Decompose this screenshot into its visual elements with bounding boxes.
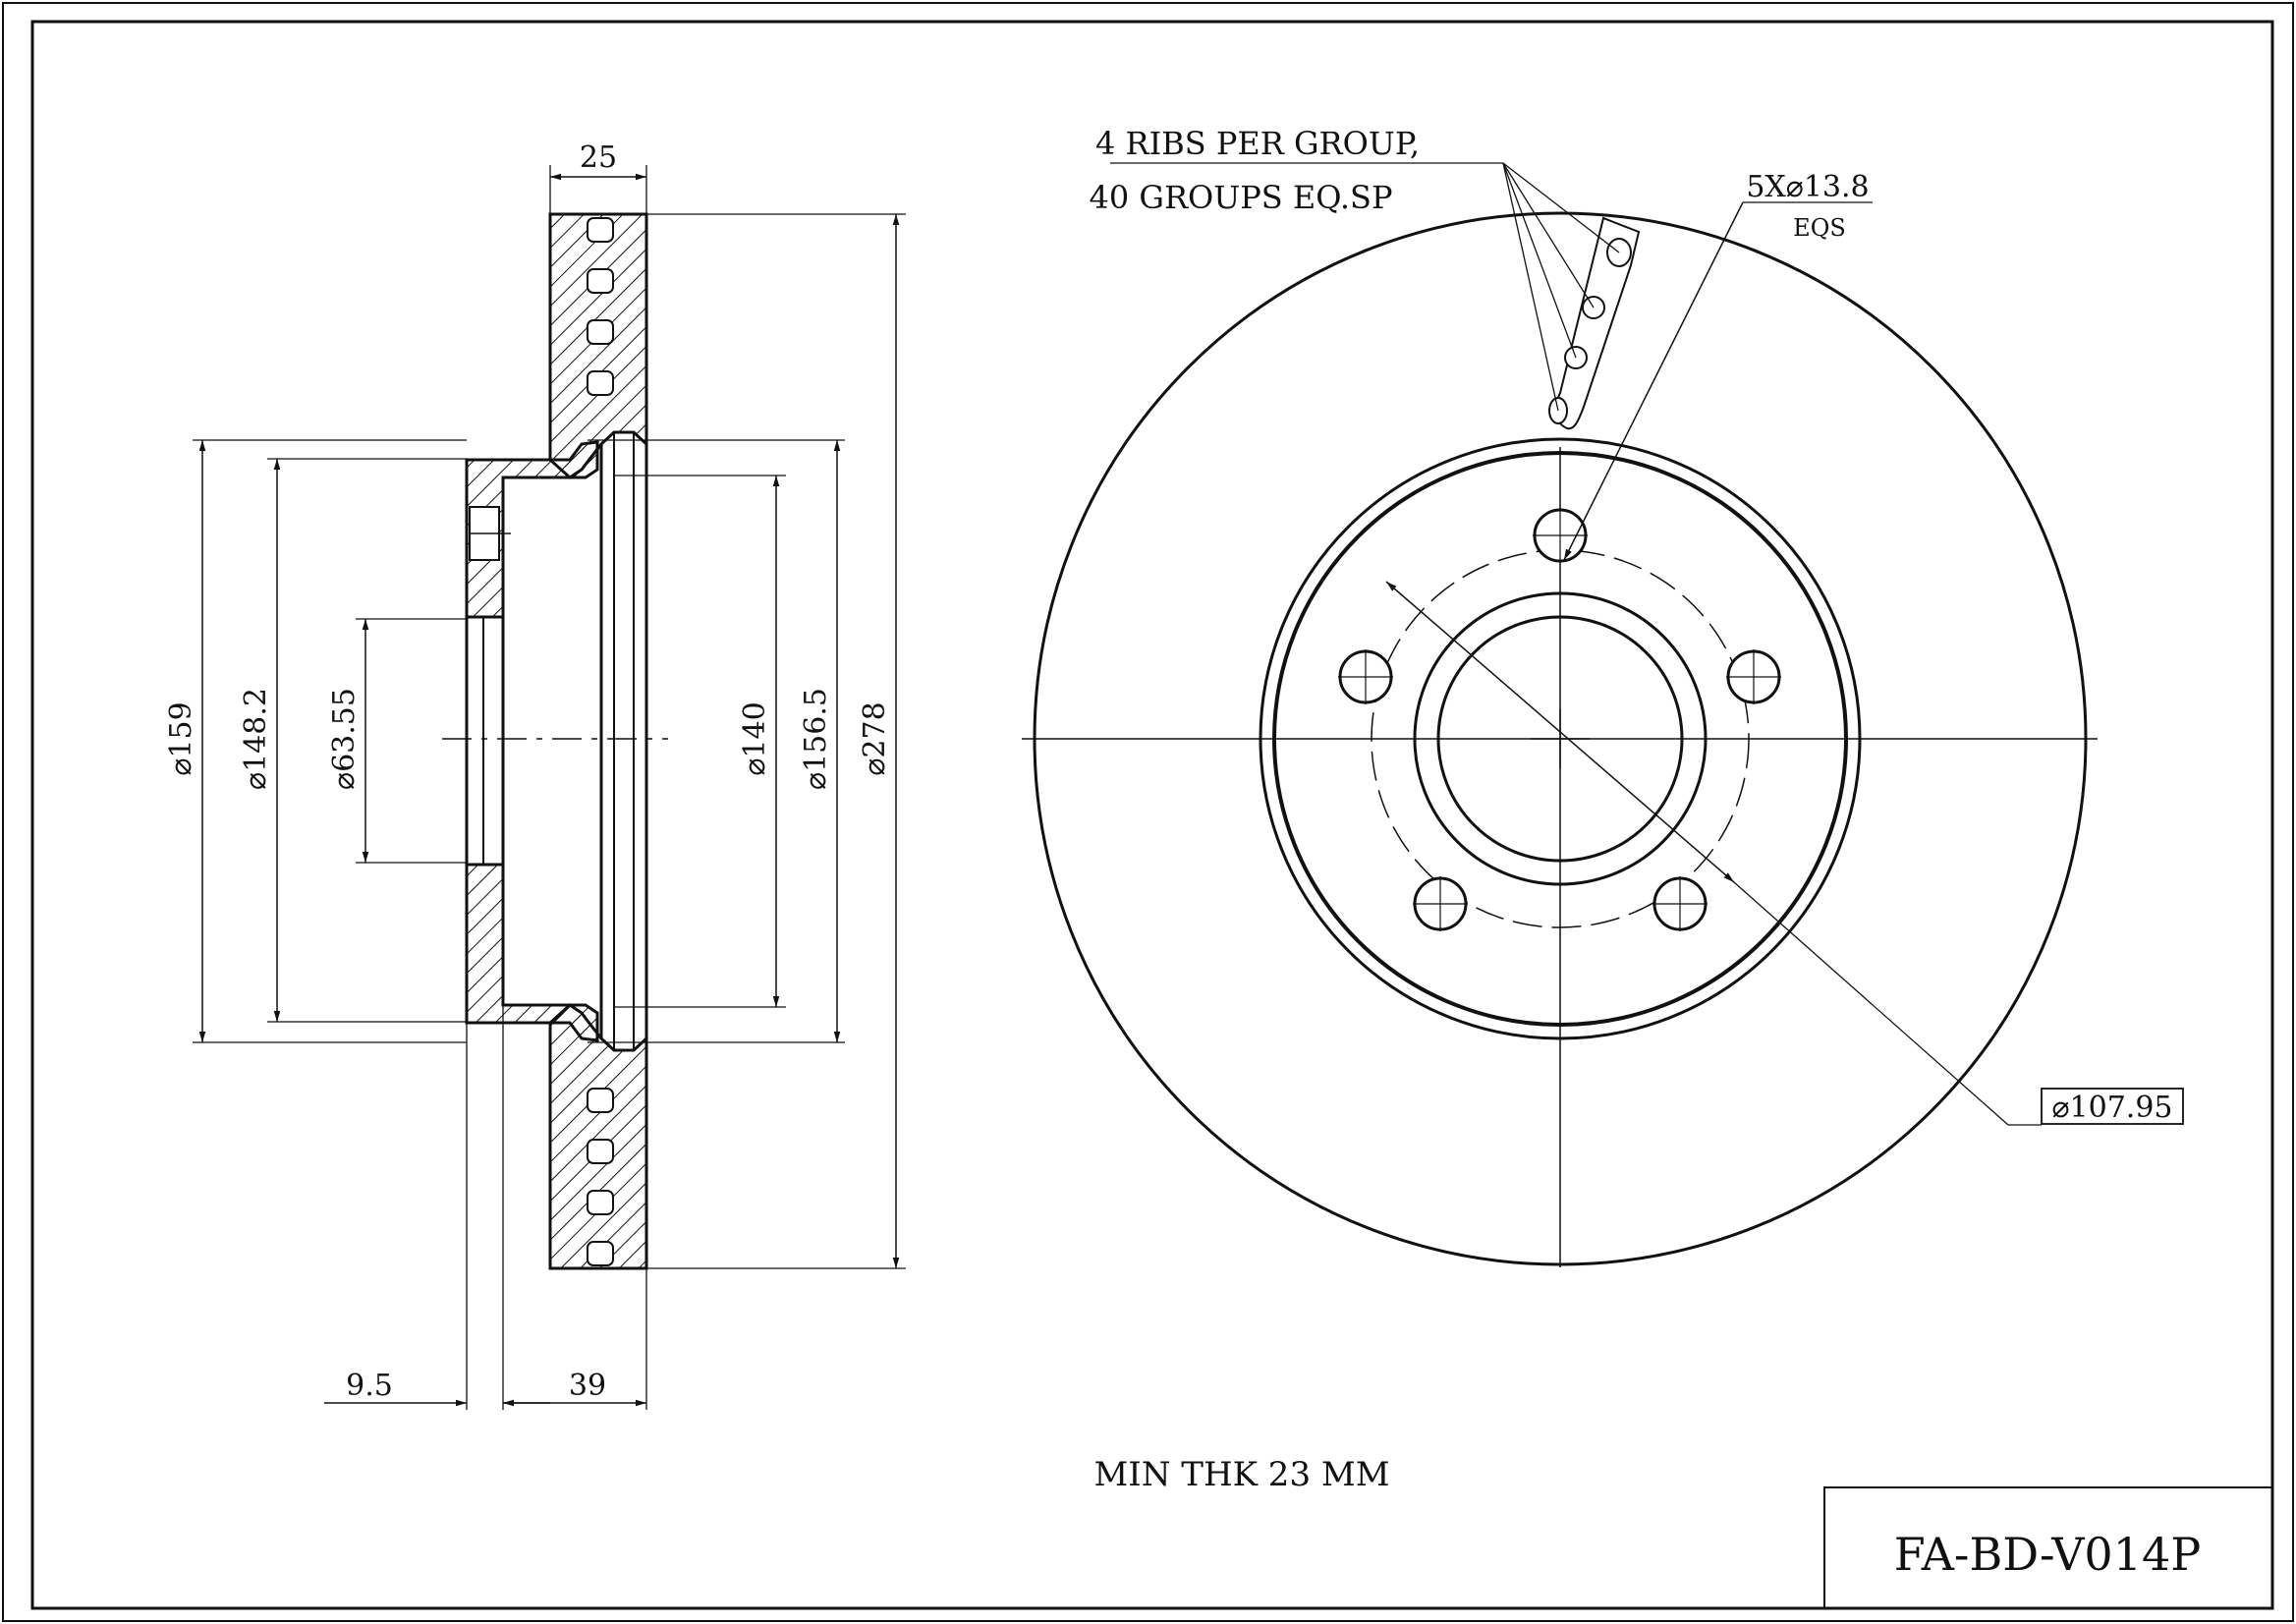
dim-39: 39 [569, 1369, 606, 1403]
section-hat-lower [465, 863, 599, 1042]
dim-9-5: 9.5 [346, 1369, 393, 1403]
dim-140: ⌀140 [738, 701, 772, 775]
dim-148-2: ⌀148.2 [239, 688, 273, 790]
part-number: FA-BD-V014P [1894, 1528, 2201, 1581]
disc-outer-edge [1033, 211, 2088, 1266]
section-friction-ring-upper [548, 212, 648, 479]
inner-border [30, 20, 2274, 1610]
dim-156-5: ⌀156.5 [799, 688, 833, 790]
section-friction-ring-lower [548, 1003, 648, 1270]
dim-pcd: ⌀107.95 [2051, 1091, 2172, 1125]
dim-outer-278: ⌀278 [858, 701, 892, 775]
dim-width-25: 25 [580, 140, 617, 175]
ribs-note-line2: 40 GROUPS EQ.SP [1090, 179, 1393, 216]
dim-center-bore: ⌀63.55 [327, 688, 362, 790]
min-thickness-note: MIN THK 23 MM [1093, 1455, 1389, 1494]
pcd-label-box [2041, 1088, 2184, 1125]
bolt-hole-label: 5X⌀13.8 [1746, 170, 1869, 204]
bolt-hole-eqs: EQS [1793, 214, 1846, 242]
section-view: 25 39 9.5 ⌀278 ⌀156.5 ⌀140 ⌀159 ⌀148.2 ⌀… [164, 140, 906, 1410]
title-block [1823, 1486, 2273, 1609]
ribs-note-line1: 4 RIBS PER GROUP, [1095, 125, 1420, 162]
dim-159: ⌀159 [164, 701, 198, 775]
front-view: 4 RIBS PER GROUP, 40 GROUPS EQ.SP 5X⌀13.… [1022, 125, 2184, 1267]
hat-outer-edge [1259, 437, 1862, 1040]
hat-step-ring [1272, 451, 1848, 1027]
